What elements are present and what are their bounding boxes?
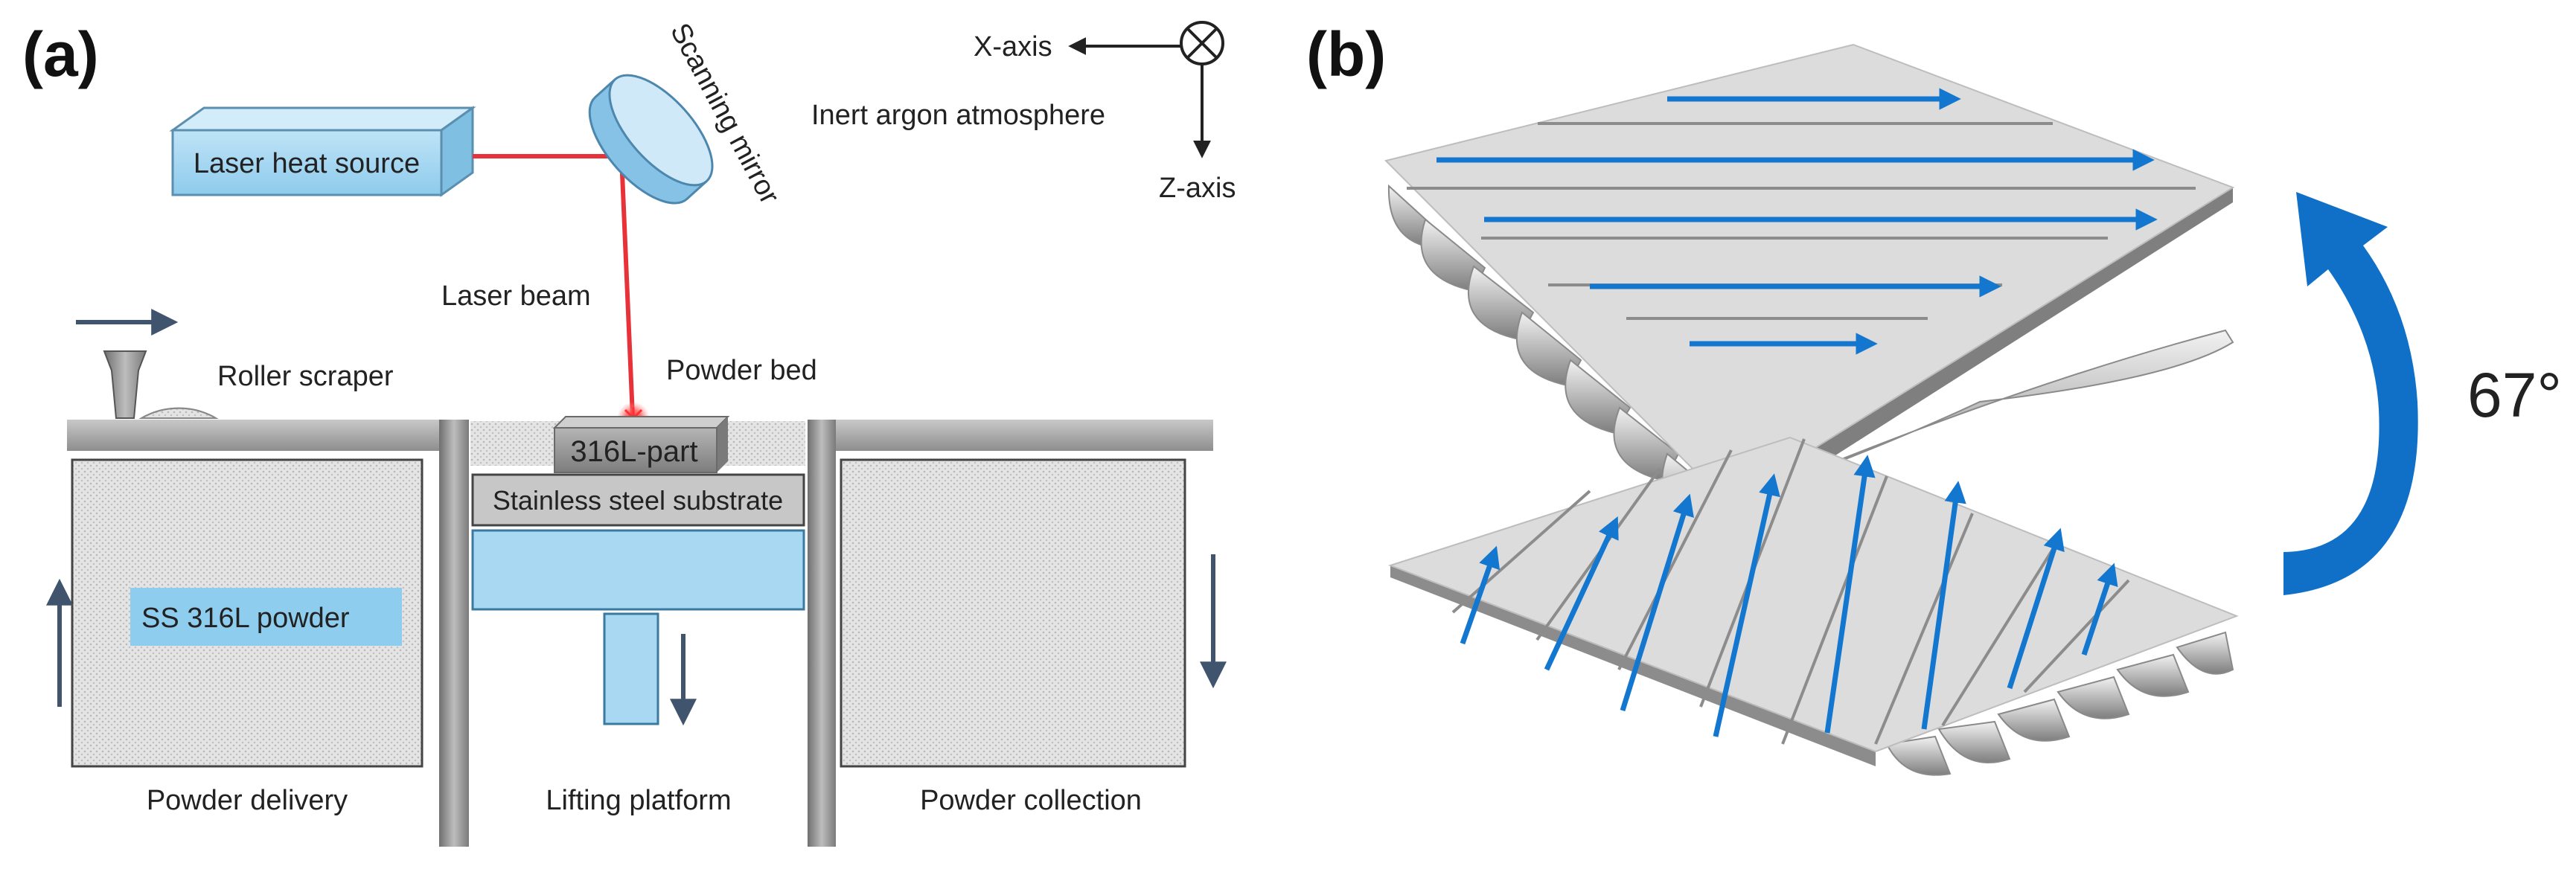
roller-scraper	[76, 309, 219, 419]
panel-a: (a) Laser heat source Laser beam Scanni	[22, 19, 1236, 847]
scan-arrow	[1824, 455, 1876, 734]
groove-line	[1874, 513, 1974, 745]
laser-heat-source: Laser heat source	[169, 106, 476, 197]
upper-layer	[1384, 43, 2235, 528]
roller-scraper-label: Roller scraper	[217, 361, 394, 392]
lower-layer	[1387, 436, 2239, 776]
substrate-label: Stainless steel substrate	[493, 485, 783, 516]
rotation-arrow	[2283, 192, 2418, 595]
right-top-bar	[808, 420, 1213, 451]
z-axis-label: Z-axis	[1159, 173, 1236, 204]
scan-arrow	[1620, 493, 1694, 712]
powder-collection-chamber	[840, 458, 1186, 768]
laser-beam-label: Laser beam	[441, 280, 591, 312]
powder-label: SS 316L powder	[141, 603, 350, 634]
laser-heat-source-label: Laser heat source	[194, 148, 420, 179]
powder-delivery-label: Powder delivery	[147, 785, 348, 816]
scan-arrow	[2007, 528, 2065, 690]
rotation-angle-label: 67°	[2467, 360, 2562, 430]
scanning-mirror	[588, 74, 714, 205]
substrate: Stainless steel substrate	[471, 473, 805, 527]
lower-layer-scallops	[1885, 631, 2234, 776]
lifting-platform-label: Lifting platform	[546, 785, 731, 816]
lower-layer-top	[1387, 436, 2239, 753]
scan-arrow	[1544, 516, 1619, 671]
groove-line	[2023, 579, 2130, 693]
panel-a-letter: (a)	[22, 19, 99, 89]
build-platform	[471, 529, 805, 611]
groove-line	[1451, 490, 1591, 614]
laser-beam-vertical	[619, 155, 635, 417]
groove-line	[1781, 475, 1888, 745]
scan-arrow	[1713, 473, 1780, 737]
wall-right-chamber	[808, 420, 836, 847]
scan-arrow	[1921, 481, 1966, 730]
scan-arrow	[2081, 562, 2118, 656]
powder-collection-label: Powder collection	[920, 785, 1142, 816]
axes-indicator: X-axis Z-axis	[974, 21, 1236, 204]
scan-arrow	[1460, 545, 1500, 645]
part-label: 316L-part	[570, 435, 697, 468]
wall-left-chamber	[439, 420, 469, 847]
x-axis-label: X-axis	[974, 31, 1052, 62]
left-top-bar	[67, 420, 467, 451]
upper-layer-side	[1727, 187, 2233, 525]
upper-scan-arrows	[1436, 88, 2158, 355]
powder-bed-label: Powder bed	[666, 355, 817, 386]
atmosphere-label: Inert argon atmosphere	[811, 100, 1105, 131]
groove-line	[1941, 545, 2056, 727]
lower-layer-side	[1390, 565, 1876, 766]
lifting-piston	[603, 612, 659, 725]
panel-b-letter: (b)	[1306, 19, 1386, 89]
panel-b: (b)	[1306, 19, 2562, 776]
upper-layer-grooves	[1407, 122, 2196, 320]
groove-line	[1617, 449, 1733, 670]
powder-label-box	[130, 588, 402, 646]
part-block: 316L-part	[552, 416, 730, 473]
lower-scan-arrows	[1460, 455, 2118, 737]
